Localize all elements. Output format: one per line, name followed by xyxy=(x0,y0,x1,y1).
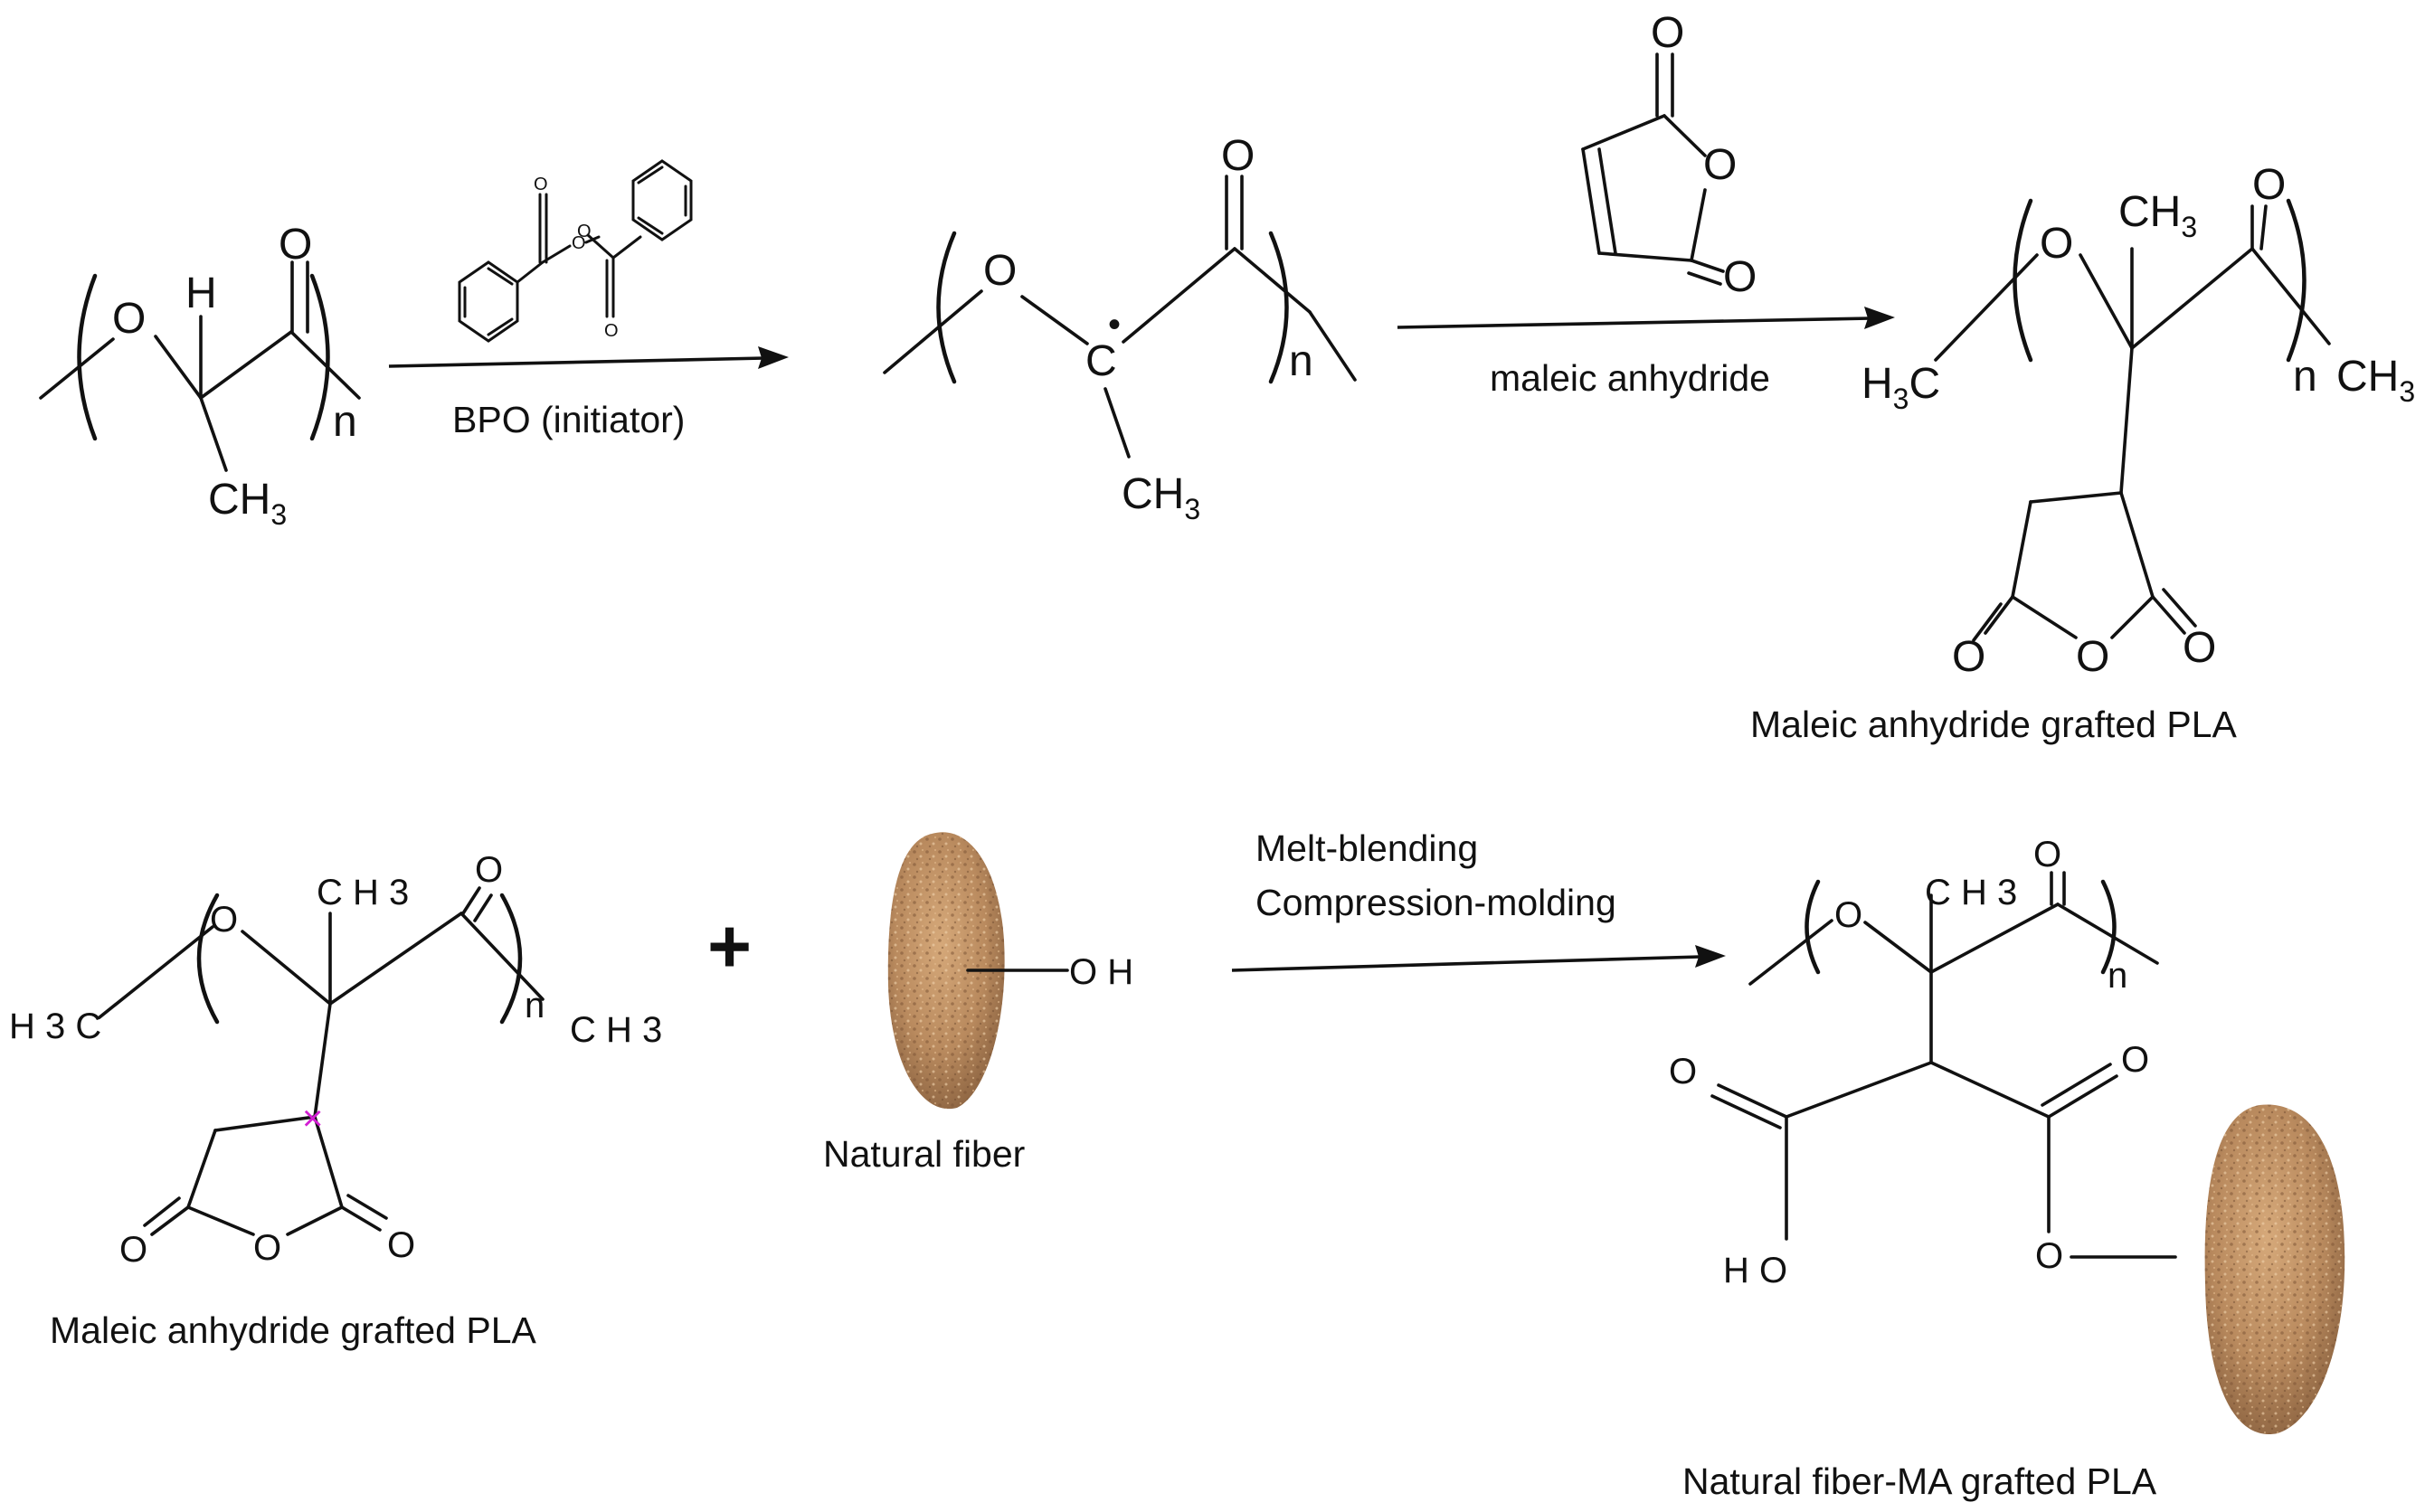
left-paren xyxy=(77,273,98,441)
pla-reactant: O H O n CH3 xyxy=(39,221,361,531)
pla-radical: O C • O n CH3 xyxy=(883,132,1357,525)
methyl-group: C H 3 xyxy=(1925,873,2017,912)
ring-oxygen: O xyxy=(253,1228,281,1268)
oxygen-atom: O xyxy=(210,900,238,940)
ring-carbonyl-oxygen-right: O xyxy=(2183,624,2216,672)
methyl-group: CH3 xyxy=(1122,470,1200,525)
ester-oxygen: O xyxy=(2035,1236,2063,1276)
compression-molding-label: Compression-molding xyxy=(1255,882,1616,923)
hydroxyl-group: O H xyxy=(1069,952,1133,992)
melt-blending-label: Melt-blending xyxy=(1255,827,1478,869)
right-paren xyxy=(499,893,523,1025)
carbonyl-oxygen: O xyxy=(2252,161,2286,209)
benzene-ring-left xyxy=(458,260,519,343)
right-paren xyxy=(2100,879,2117,975)
ring-oxygen: O xyxy=(2076,633,2109,681)
radical-carbon: C xyxy=(1085,337,1117,385)
bpo-structure: O O O O xyxy=(458,159,693,343)
acid-carbonyl-oxygen: O xyxy=(1669,1052,1697,1091)
left-paren xyxy=(2013,198,2033,363)
ring-carbonyl-oxygen-left: O xyxy=(1952,633,1985,681)
ma-grafted-pla-reactant-bottom: H 3 C O C H 3 O n C H 3 O O O × xyxy=(9,850,662,1270)
left-methyl: H 3 C xyxy=(9,1006,101,1046)
repeat-n: n xyxy=(333,398,357,446)
ma-oxygen-2: O xyxy=(1723,253,1757,301)
oxygen-atom: O xyxy=(2040,220,2073,268)
bpo-oxygen-2: O xyxy=(572,233,586,253)
bpo-initiator-label: BPO (initiator) xyxy=(452,399,685,440)
reactant-bottom-caption: Maleic anhydride grafted PLA xyxy=(50,1309,537,1351)
fiber-ma-grafted-pla-product: O C H 3 O n O H O O O xyxy=(1669,835,2345,1435)
left-paren xyxy=(196,893,220,1025)
right-methyl: CH3 xyxy=(2336,353,2415,408)
carbonyl-oxygen: O xyxy=(475,850,503,890)
ring-carbonyl-oxygen-left: O xyxy=(119,1230,147,1270)
benzene-ring-right xyxy=(631,159,693,241)
bpo-oxygen-1: O xyxy=(534,175,548,194)
ester-carbonyl-oxygen: O xyxy=(2121,1040,2149,1080)
oxygen-atom: O xyxy=(1834,895,1862,935)
left-paren xyxy=(1805,879,1821,975)
reaction-arrow-3: Melt-blending Compression-molding xyxy=(1231,827,1726,972)
bpo-oxygen-3: O xyxy=(577,222,592,241)
methyl-group: CH3 xyxy=(208,476,287,531)
right-paren xyxy=(1268,231,1289,384)
ma-grafted-pla-product-top: H3C O CH3 O n CH3 O O O xyxy=(1861,161,2415,681)
repeat-n: n xyxy=(2293,353,2317,401)
hydrogen-atom: H xyxy=(185,269,217,317)
ma-oxygen-ring: O xyxy=(1703,141,1737,189)
product-top-caption: Maleic anhydride grafted PLA xyxy=(1750,704,2238,745)
maleic-anhydride-structure: O O O xyxy=(1581,9,1757,301)
repeat-n: n xyxy=(525,986,545,1025)
ma-oxygen-1: O xyxy=(1651,9,1684,57)
left-methyl: H3C xyxy=(1861,360,1940,415)
natural-fiber-caption: Natural fiber xyxy=(823,1133,1025,1175)
repeat-n: n xyxy=(2108,956,2127,996)
maleic-anhydride-label: maleic anhydride xyxy=(1490,357,1770,399)
bpo-oxygen-4: O xyxy=(604,321,619,341)
right-methyl: C H 3 xyxy=(570,1010,662,1050)
reaction-arrow-2: maleic anhydride xyxy=(1397,307,1895,399)
cleavage-mark: × xyxy=(302,1099,323,1139)
oxygen-atom: O xyxy=(983,247,1017,295)
right-paren xyxy=(309,273,330,441)
methyl-group: C H 3 xyxy=(317,873,409,912)
radical-dot: • xyxy=(1108,305,1121,345)
carbonyl-oxygen: O xyxy=(279,221,312,269)
right-paren xyxy=(2286,198,2307,363)
plus-sign: + xyxy=(707,903,752,988)
carbonyl-oxygen: O xyxy=(2033,835,2061,874)
natural-fiber: O H xyxy=(887,832,1133,1110)
hydroxyl-group: H O xyxy=(1723,1251,1787,1290)
methyl-group: CH3 xyxy=(2118,188,2197,243)
oxygen-atom: O xyxy=(112,295,146,343)
reaction-arrow-1: BPO (initiator) xyxy=(388,346,789,440)
repeat-n: n xyxy=(1289,337,1313,385)
left-paren xyxy=(936,231,957,384)
carbonyl-oxygen: O xyxy=(1221,132,1255,180)
product-bottom-caption: Natural fiber-MA grafted PLA xyxy=(1682,1460,2157,1502)
ring-carbonyl-oxygen-right: O xyxy=(387,1225,415,1265)
